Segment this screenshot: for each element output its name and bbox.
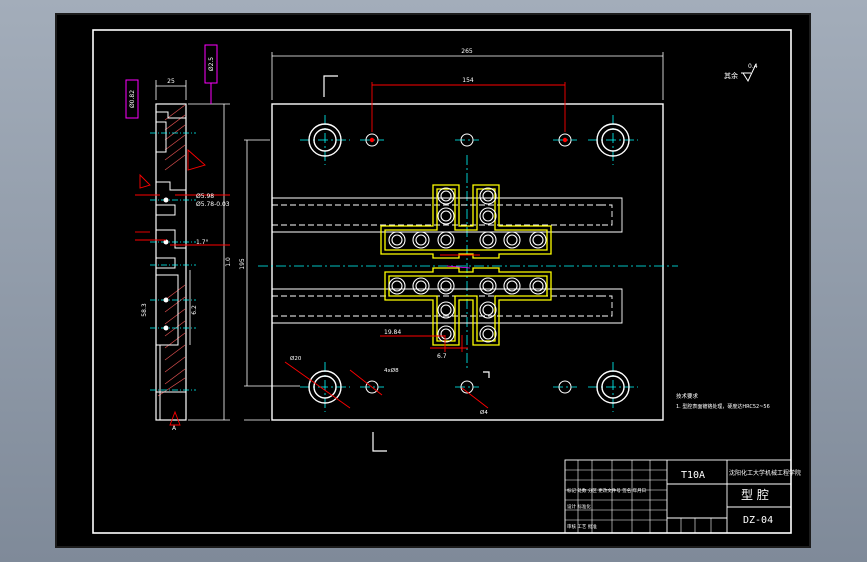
cavity-pin-inner (482, 328, 494, 340)
notes-title: 技术要求 (676, 392, 699, 400)
dim-fit-4: 58.3 (141, 303, 148, 317)
cavity-pin-inner (440, 234, 452, 246)
dim-side-a: Ø2.5 (208, 57, 215, 71)
cavity-pin-inner (482, 234, 494, 246)
cavity-pin-inner (440, 304, 452, 316)
dim-fit-1: Ø5.98 (196, 193, 214, 200)
dim-bottom-right: Ø4 (480, 409, 488, 416)
material-text: T10A (681, 470, 705, 481)
side-section-view (125, 44, 230, 426)
plate-outline (271, 103, 664, 421)
cavity-pin (437, 301, 455, 319)
roughness-label: 其余 (724, 71, 738, 80)
cavity-pin-inner (415, 234, 427, 246)
cavity-pin-inner (506, 280, 518, 292)
notes-line: 1. 型腔表面镀铬处理，硬度达HRC52~56 (676, 403, 770, 410)
cavity-pin-inner (506, 234, 518, 246)
cavity-pin (437, 187, 455, 205)
drawing-border (92, 29, 792, 534)
dim-side-tol: Ø0.82 (129, 90, 136, 108)
dim-top-overall: 265 (461, 48, 473, 55)
cavity-pin-inner (482, 280, 494, 292)
cavity-pin (412, 277, 430, 295)
title-block (564, 459, 792, 534)
dim-fit-3: 1.7° (196, 239, 209, 246)
cavity-pin-inner (482, 304, 494, 316)
cavity-pin (479, 301, 497, 319)
cavity-pin (437, 231, 455, 249)
roughness-value: 0.4 (748, 63, 758, 70)
dimension-labels: 265 154 195 25 Ø0.82 Ø2.5 1.0 6.2 Ø5.98 … (129, 48, 488, 432)
dim-side-c: 6.2 (191, 305, 198, 315)
title-row-3: 审核 工艺 批准 (567, 523, 597, 530)
cavity-pin (388, 231, 406, 249)
part-name: 型 腔 (741, 487, 769, 502)
title-block-text: T10A 沈阳化工大学机械工程学院 型 腔 DZ-04 标记 处数 分区 更改文… (567, 469, 801, 530)
cavity-pin-inner (391, 234, 403, 246)
cavity-pin (388, 277, 406, 295)
cavity-pin-inner (440, 190, 452, 202)
cavity-pin (479, 207, 497, 225)
dim-bottom-left: Ø20 (290, 355, 302, 362)
dim-center: 19.84 (384, 329, 401, 336)
guide-holes (308, 123, 630, 404)
cavity-pin (479, 231, 497, 249)
cavity-pin (412, 231, 430, 249)
dim-top-inner: 154 (462, 77, 474, 84)
cavity-pin-inner (532, 234, 544, 246)
dim-bottom-mid: 4xØ8 (384, 367, 399, 374)
dim-fit-2: Ø5.78-0.03 (196, 201, 230, 208)
cavity-pin (437, 277, 455, 295)
cavity-pin-inner (440, 328, 452, 340)
cavity-pin-inner (482, 190, 494, 202)
side-hatch (157, 104, 186, 397)
drawing-sheet (55, 13, 811, 548)
dim-left-height: 195 (239, 258, 246, 270)
cavity-pin (479, 325, 497, 343)
dim-side-top: 25 (167, 78, 175, 85)
school-name: 沈阳化工大学机械工程学院 (729, 469, 801, 477)
cavity-pin (479, 277, 497, 295)
cavity-pin-inner (532, 280, 544, 292)
cavity-pin (437, 325, 455, 343)
side-outline (155, 103, 187, 421)
cavity-pin (529, 231, 547, 249)
cavity-pin (437, 207, 455, 225)
cavity-pin (503, 277, 521, 295)
dim-side-b: 1.0 (225, 257, 232, 267)
title-row-1: 标记 处数 分区 更改文件号 签名 年月日 (567, 487, 646, 494)
cavity-pin (479, 187, 497, 205)
cavity-pin-inner (415, 280, 427, 292)
cavity-pin (529, 277, 547, 295)
technical-notes: 技术要求 1. 型腔表面镀铬处理，硬度达HRC52~56 (676, 392, 770, 410)
cavity-pin (503, 231, 521, 249)
cavity-pins (388, 187, 547, 343)
dim-datum: A (172, 425, 177, 432)
roughness-symbol: 其余 0.4 (724, 63, 758, 83)
dim-center-b: 6.7 (437, 353, 447, 360)
cavity-pin-inner (440, 280, 452, 292)
title-row-2: 设计 标准化 (567, 503, 591, 510)
cavity-outline (380, 184, 552, 346)
cavity-pin-inner (391, 280, 403, 292)
cavity-pin-inner (440, 210, 452, 222)
drawing-number: DZ-04 (743, 515, 773, 526)
plan-view (244, 52, 678, 452)
cavity-pin-inner (482, 210, 494, 222)
